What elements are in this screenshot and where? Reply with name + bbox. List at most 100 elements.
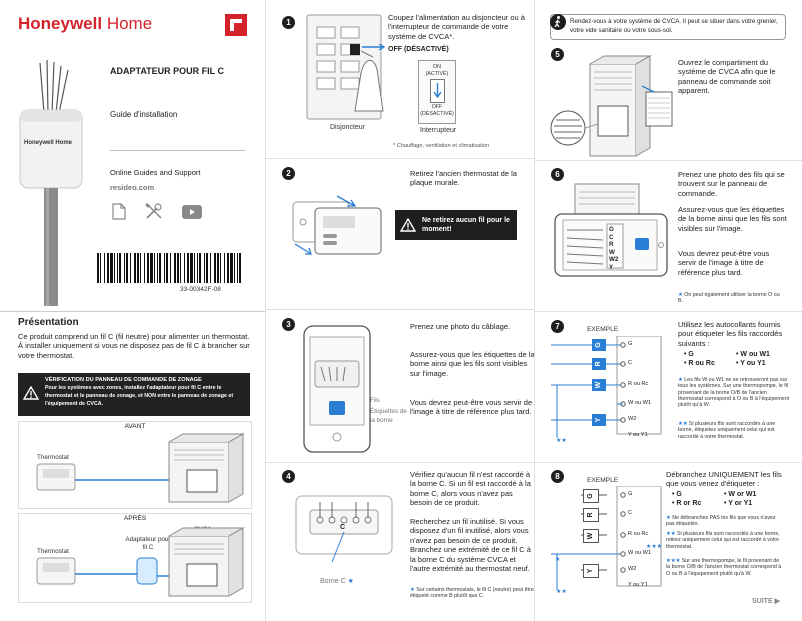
warning-title: VÉRIFICATION DU PANNEAU DE COMMANDE DE Z… <box>45 377 202 383</box>
switch-off-sub: (DÉSACTIVÉ) <box>420 111 454 117</box>
cover-subtitle: Guide d'installation <box>110 110 178 119</box>
borne-c-label: Borne C ★ <box>320 577 354 585</box>
star-icon: ★ <box>678 377 683 383</box>
switch-on-sub: (ACTIVÉ) <box>425 71 449 77</box>
walking-person-icon <box>550 14 566 30</box>
warning-body: Pour les systèmes avec zones, installez … <box>45 385 234 407</box>
column-divider-1 <box>265 0 266 621</box>
play-arrow-icon: ▶ <box>774 598 780 605</box>
step-3-divider <box>266 462 534 463</box>
wire-list-item: • G <box>684 351 694 358</box>
wires-label: Fils <box>370 397 380 404</box>
wire-list-row: • R ou Rc• Y ou Y1 <box>684 359 794 368</box>
before-diagram: AVANT CVCA Thermostat <box>18 421 252 509</box>
column-divider-2 <box>534 0 535 621</box>
step-2-text: Retirez l'ancien thermostat de la plaque… <box>410 169 517 188</box>
step-6-footnote: ★ On peut également utiliser la borne O … <box>678 292 786 305</box>
wire-tag-g: G <box>583 489 599 503</box>
step-1-arrow-icon <box>362 44 386 50</box>
step-7-note-2: ★★ Si plusieurs fils sont raccordés à un… <box>678 421 790 440</box>
step-2-warning-box: Ne retirez aucun fil pour le moment! <box>395 210 517 240</box>
step-3-number: 3 <box>282 318 295 331</box>
resideo-logo-icon <box>225 14 247 36</box>
terminal-label: C <box>609 233 614 241</box>
breaker-label: Disjoncteur <box>330 124 366 131</box>
online-url[interactable]: resideo.com <box>110 183 155 192</box>
borne-c-text: Borne C <box>320 578 346 585</box>
wire-list-item: • Y ou Y1 <box>736 360 766 367</box>
switch-off-label: OFF <box>431 104 443 110</box>
barcode <box>97 253 244 283</box>
presentation-body: Ce produit comprend un fil C (fil neutre… <box>18 332 250 360</box>
breaker-panel-image <box>305 13 385 123</box>
step-5-number: 5 <box>551 48 564 61</box>
step-1-divider <box>266 158 534 159</box>
step-6-text-2: Assurez-vous que les étiquettes de la bo… <box>678 205 787 233</box>
tools-icon[interactable] <box>145 202 163 225</box>
after-thermostat-label: Thermostat <box>37 548 69 555</box>
terminal-c-letter: C <box>340 524 346 531</box>
terminal-row-label: W ou W1 <box>628 550 652 556</box>
wire-list-item: • G <box>672 491 682 498</box>
wall-switch: ON (ACTIVÉ) OFF (DÉSACTIVÉ) <box>418 60 456 124</box>
terminal-row-label: W ou W1 <box>628 400 652 406</box>
triple-star-icon: ★★★ <box>666 558 681 564</box>
step-5-divider <box>535 160 802 161</box>
step-6-number: 6 <box>551 168 564 181</box>
cover-title: ADAPTATEUR POUR FIL C <box>110 66 224 76</box>
terminal-label: W <box>609 248 615 256</box>
terminal-row-label: R ou Rc <box>628 381 649 387</box>
step-8-note-1-text: Ne débranchez PAS les fils que vous n'av… <box>666 515 776 528</box>
step-4-footnote: ★ Sur certains thermostats, le fil C (ne… <box>410 587 535 600</box>
step-7-divider <box>535 462 802 463</box>
walk-banner: Rendez-vous à votre système de CVCA. Il … <box>550 14 786 40</box>
before-thermostat-label: Thermostat <box>37 454 69 461</box>
next-page-button[interactable]: SUITE ▶ <box>752 597 780 605</box>
step-8-text: Débranchez UNIQUEMENT les fils que vous … <box>666 470 782 489</box>
wire-list-item: • R or Rc <box>672 500 702 507</box>
step-4-text-2: Recherchez un fil inutilisé. Si vous dis… <box>410 517 531 574</box>
double-star-icon: ★★ <box>666 531 676 537</box>
zoning-warning-box: VÉRIFICATION DU PANNEAU DE COMMANDE DE Z… <box>18 373 250 416</box>
wire-list-row: • G • W ou W1 <box>684 350 794 359</box>
brand-name: Honeywell <box>18 14 103 33</box>
step-8-note-2-text: Si plusieurs fils sont raccordés à une b… <box>666 531 780 550</box>
wire-tag-g: G <box>592 339 606 351</box>
step-6-divider <box>535 311 802 312</box>
wire-tag-r: R <box>583 508 599 522</box>
thermostat-removal-image <box>285 188 385 263</box>
step-7-example-label: EXEMPLE <box>587 326 619 333</box>
wire-list-item: • W ou W1 <box>736 351 770 358</box>
step-4-text-1: Vérifiez qu'aucun fil n'est raccordé à l… <box>410 470 531 508</box>
brand-logo: Honeywell Home <box>18 14 152 34</box>
after-label: APRÈS <box>123 515 147 522</box>
step-7-note-1-text: Les fils W ou W1 ne se retrouveront pas … <box>678 377 790 409</box>
step-7-number: 7 <box>551 320 564 333</box>
wire-tag-y: Y <box>592 414 606 426</box>
presentation-heading: Présentation <box>18 317 79 328</box>
step-2-warning-text: Ne retirez aucun fil pour le moment! <box>422 217 510 233</box>
step-1-text: Coupez l'alimentation au disjoncteur ou … <box>388 13 525 41</box>
star-icon: ★ <box>666 515 671 521</box>
terminal-row-label: W2 <box>628 566 637 572</box>
adapter-device-image: Honeywell Home <box>16 58 86 308</box>
document-icon[interactable] <box>112 203 126 225</box>
phone-photo-wires-image <box>303 325 371 453</box>
terminal-row-label: C <box>628 510 633 516</box>
terminal-label: R <box>609 241 614 249</box>
step-6-text-1: Prenez une photo des fils qui se trouven… <box>678 170 785 198</box>
warning-triangle-icon <box>23 386 39 400</box>
step-4-number: 4 <box>282 470 295 483</box>
after-diagram: APRÈS CVCA Thermostat Adaptateur pour fi… <box>18 513 252 603</box>
video-icon[interactable] <box>182 205 202 224</box>
step-4-footnote-text: Sur certains thermostats, le fil C (neut… <box>410 587 534 600</box>
switch-toggle <box>430 79 445 103</box>
double-star-icon: ★★ <box>556 438 567 444</box>
double-star-icon: ★★ <box>556 589 567 595</box>
step-7-wire-list: • G • W ou W1• R ou Rc• Y ou Y1 <box>684 350 794 368</box>
terminal-label: G <box>609 226 614 233</box>
step-2-number: 2 <box>282 167 295 180</box>
step-3-text-1: Prenez une photo du câblage. <box>410 322 511 331</box>
terminal-block-c-image <box>292 492 396 572</box>
step-8-wire-list: • G• W or W1• R or Rc• Y or Y1 <box>672 490 787 508</box>
